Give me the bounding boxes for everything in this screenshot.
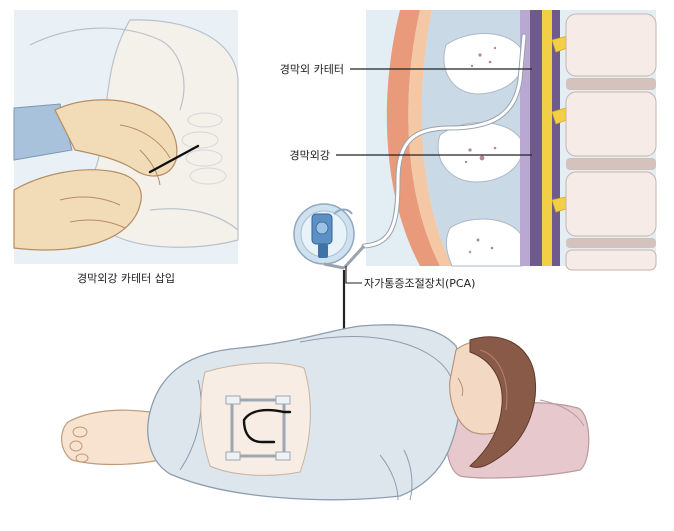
spine-section-panel	[361, 10, 657, 271]
epidural-space-band	[520, 10, 530, 266]
epidural-catheter-line	[362, 34, 526, 248]
patient-lying	[61, 324, 590, 501]
spinal-cord-band	[542, 10, 552, 266]
gown-sleeve	[13, 103, 73, 161]
hair	[469, 336, 536, 468]
epidural-catheter-label: 경막외 카테터	[280, 63, 344, 76]
skin-layer	[386, 10, 440, 266]
intervertebral-discs	[566, 78, 656, 248]
feet	[61, 409, 161, 466]
tape-dressing	[230, 398, 286, 458]
back-skin	[200, 362, 311, 476]
lower-hand	[13, 169, 142, 251]
insertion-caption: 경막외강 카테터 삽입	[77, 272, 175, 285]
pca-label: 자가통증조절장치(PCA)	[364, 277, 475, 290]
insertion-panel	[13, 10, 239, 264]
dura-band-inner	[552, 10, 560, 266]
catheter-in-hand	[148, 144, 200, 174]
pca-device	[293, 203, 366, 270]
catheter-on-back	[242, 408, 292, 444]
vertebrae-sketch	[181, 112, 227, 185]
fat-layer	[408, 10, 452, 266]
tissue-lobes	[437, 33, 525, 267]
dura-band	[530, 10, 542, 266]
pca-leader-line	[345, 266, 362, 284]
epidural-space-label: 경막외강	[290, 149, 330, 162]
vertebral-bodies	[565, 13, 657, 271]
